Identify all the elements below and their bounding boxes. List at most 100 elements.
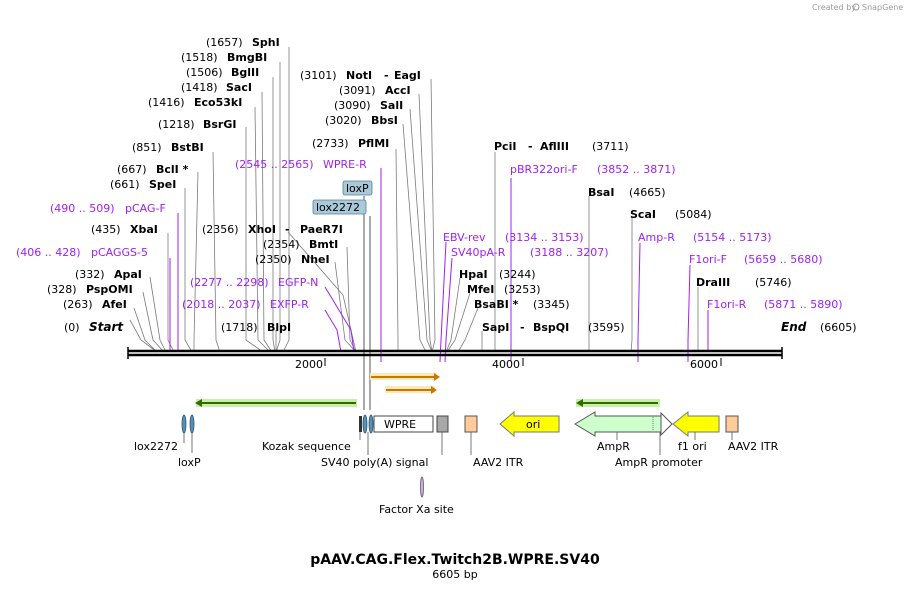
enzyme-position: (3595) — [588, 321, 625, 334]
primer-name: SV40pA-R — [451, 246, 506, 259]
sv40-polya-feature — [436, 415, 449, 433]
aav2-itr-2-label: AAV2 ITR — [728, 440, 779, 453]
enzyme-position: (1218) — [158, 118, 195, 131]
primer-name: EBV-rev — [443, 231, 486, 244]
primer-name: Amp-R — [638, 231, 675, 244]
enzyme-name: EagI — [394, 69, 421, 82]
wpre-feature — [373, 415, 434, 433]
primer-range: (490 .. 509) — [50, 202, 115, 215]
end-position: (6605) — [820, 321, 857, 334]
enzyme-position: (851) — [132, 141, 162, 154]
primer-name: F1ori-F — [689, 253, 727, 266]
enzyme-position: (2733) — [312, 137, 349, 150]
primer-range: (3134 .. 3153) — [505, 231, 584, 244]
primer-range: (3852 .. 3871) — [597, 163, 676, 176]
aav2-itr-1-feature — [464, 415, 478, 433]
enzyme-name: SpeI — [149, 178, 176, 191]
primer-range: (406 .. 428) — [16, 246, 81, 259]
primer-range: (5871 .. 5890) — [764, 298, 843, 311]
axis-tick-label: 2000 — [295, 358, 323, 371]
lox2272-label: lox2272 — [134, 440, 178, 453]
enzyme-leader-lines — [129, 47, 699, 353]
enzyme-position: (661) — [110, 178, 140, 191]
enzyme-position: (1518) — [181, 51, 218, 64]
enzyme-separator: - — [528, 140, 533, 153]
enzyme-separator: - — [384, 69, 389, 82]
start-position: (0) — [64, 321, 80, 334]
enzyme-name: BmtI — [309, 238, 338, 251]
enzyme-position: (1418) — [181, 81, 218, 94]
feature-track: WPRE ori — [181, 410, 739, 498]
enzyme-name: Eco53kI — [194, 96, 242, 109]
enzyme-name: PspOMI — [86, 283, 133, 296]
enzyme-position: (263) — [63, 298, 93, 311]
enzyme-position: (1718) — [221, 321, 258, 334]
primer-name: F1ori-R — [707, 298, 747, 311]
enzyme-position: (4665) — [629, 186, 666, 199]
primer-name: pCAG-F — [125, 202, 166, 215]
enzyme-name: BclI * — [156, 163, 189, 176]
enzyme-position: (2356) — [202, 223, 239, 236]
enzyme-position: (2350) — [255, 253, 292, 266]
primer-range: (5659 .. 5680) — [744, 253, 823, 266]
ori-label: ori — [526, 418, 540, 431]
primer-arrows — [370, 373, 440, 394]
enzyme-labels-mid: (3101) NotI - EagI (3091) AccI (3090) Sa… — [300, 69, 421, 150]
lox2272-box-label: lox2272 — [316, 201, 360, 214]
enzyme-name: HpaI — [459, 268, 488, 281]
enzyme-name: BspQI — [533, 321, 569, 334]
enzyme-name: SapI — [482, 321, 509, 334]
lox-connector-lines — [363, 196, 371, 410]
enzyme-position: (5084) — [675, 208, 712, 221]
enzyme-name: BlpI — [267, 321, 291, 334]
enzyme-name: XhoI — [248, 223, 276, 236]
map-title: pAAV.CAG.Flex.Twitch2B.WPRE.SV40 — [310, 552, 600, 568]
enzyme-position: (3101) — [300, 69, 337, 82]
enzyme-name: SphI — [252, 36, 280, 49]
enzyme-name: BsaI — [588, 186, 614, 199]
aav2-itr-1-label: AAV2 ITR — [473, 456, 524, 469]
axis-ticks: 2000 4000 6000 — [295, 358, 722, 371]
kozak-label: Kozak sequence — [262, 440, 351, 453]
loxp-feature — [189, 414, 195, 434]
feature-labels: lox2272 loxP Kozak sequence SV40 poly(A)… — [134, 440, 779, 516]
primer-name: EXFP-R — [270, 298, 309, 311]
enzyme-name: BbsI — [371, 114, 398, 127]
enzyme-position: (1506) — [186, 66, 223, 79]
enzyme-name: AflIII — [540, 140, 569, 153]
start-label: Start — [89, 320, 124, 334]
ori-feature — [499, 410, 560, 438]
enzyme-position: (3253) — [504, 283, 541, 296]
enzyme-position: (3091) — [339, 84, 376, 97]
primer-range: (5154 .. 5173) — [693, 231, 772, 244]
enzyme-position: (2354) — [263, 238, 300, 251]
orf-direction-arrows — [195, 399, 660, 407]
enzyme-position: (3090) — [334, 99, 371, 112]
enzyme-position: (435) — [91, 223, 121, 236]
lox-boxed-labels: loxP lox2272 — [312, 180, 373, 215]
map-length: 6605 bp — [432, 568, 477, 581]
enzyme-labels-right: PciI - AflIII (3711) BsaI (4665) ScaI (5… — [459, 140, 792, 334]
enzyme-name: BsrGI — [203, 118, 236, 131]
ampr-promoter-label: AmpR promoter — [615, 456, 703, 469]
enzyme-name: MfeI — [467, 283, 494, 296]
enzyme-name: BglII — [231, 66, 259, 79]
enzyme-separator: - — [285, 223, 290, 236]
primer-range: (2545 .. 2565) — [235, 158, 314, 171]
primer-range: (2277 .. 2298) — [190, 276, 269, 289]
ampr-label: AmpR — [597, 440, 630, 453]
enzyme-position: (1416) — [148, 96, 185, 109]
axis-tick-label: 4000 — [492, 358, 520, 371]
primer-name: EGFP-N — [278, 276, 318, 289]
enzyme-separator: - — [520, 321, 525, 334]
enzyme-name: DraIII — [696, 276, 730, 289]
enzyme-position: (328) — [47, 283, 77, 296]
primer-range: (3188 .. 3207) — [530, 246, 609, 259]
enzyme-position: (5746) — [755, 276, 792, 289]
enzyme-name: XbaI — [130, 223, 158, 236]
primer-range: (2018 .. 2037) — [182, 298, 261, 311]
enzyme-labels-left: (1657) SphI (1518) BmgBI (1506) BglII (1… — [47, 36, 343, 334]
enzyme-position: (3020) — [325, 114, 362, 127]
factor-xa-feature — [420, 476, 424, 498]
